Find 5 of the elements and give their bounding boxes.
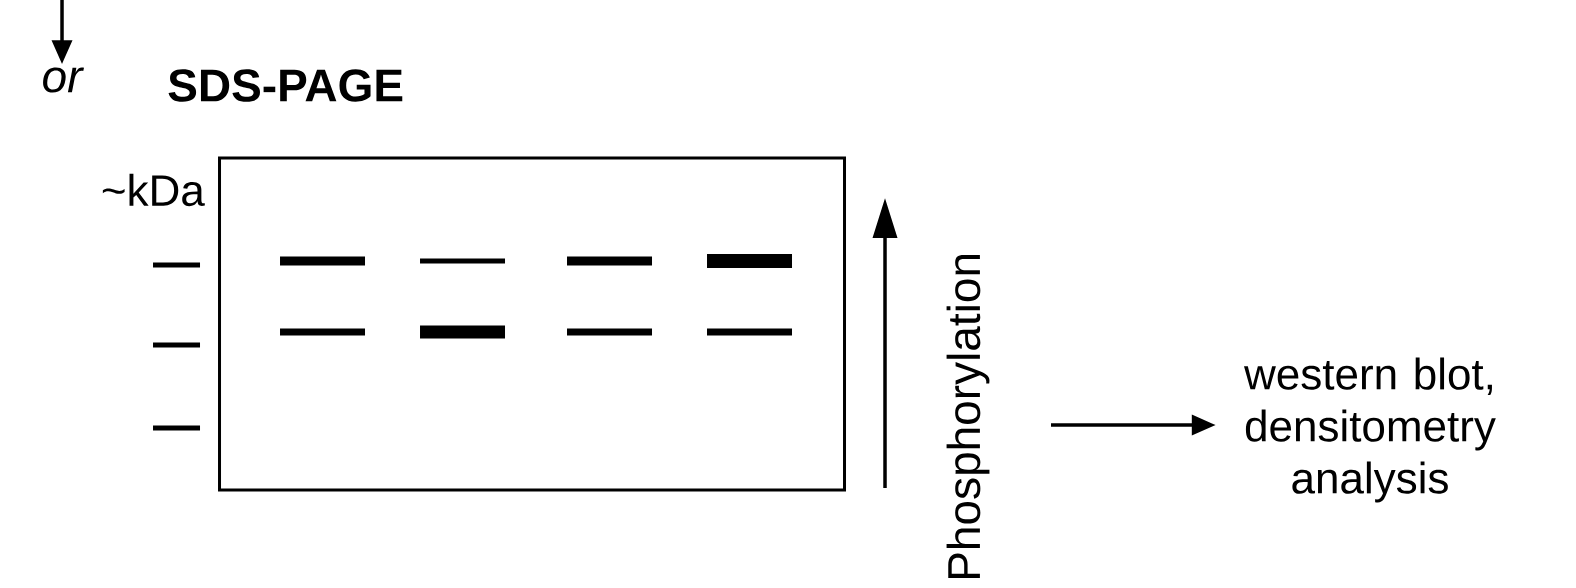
result-text: western blot, densitometry analysis — [1244, 357, 1496, 503]
gel-heading: SDS-PAGE — [168, 69, 403, 102]
connector-word: or — [43, 67, 84, 93]
axis-label: Phosphorylation — [946, 254, 990, 578]
size-label: ~kDa — [102, 173, 205, 207]
